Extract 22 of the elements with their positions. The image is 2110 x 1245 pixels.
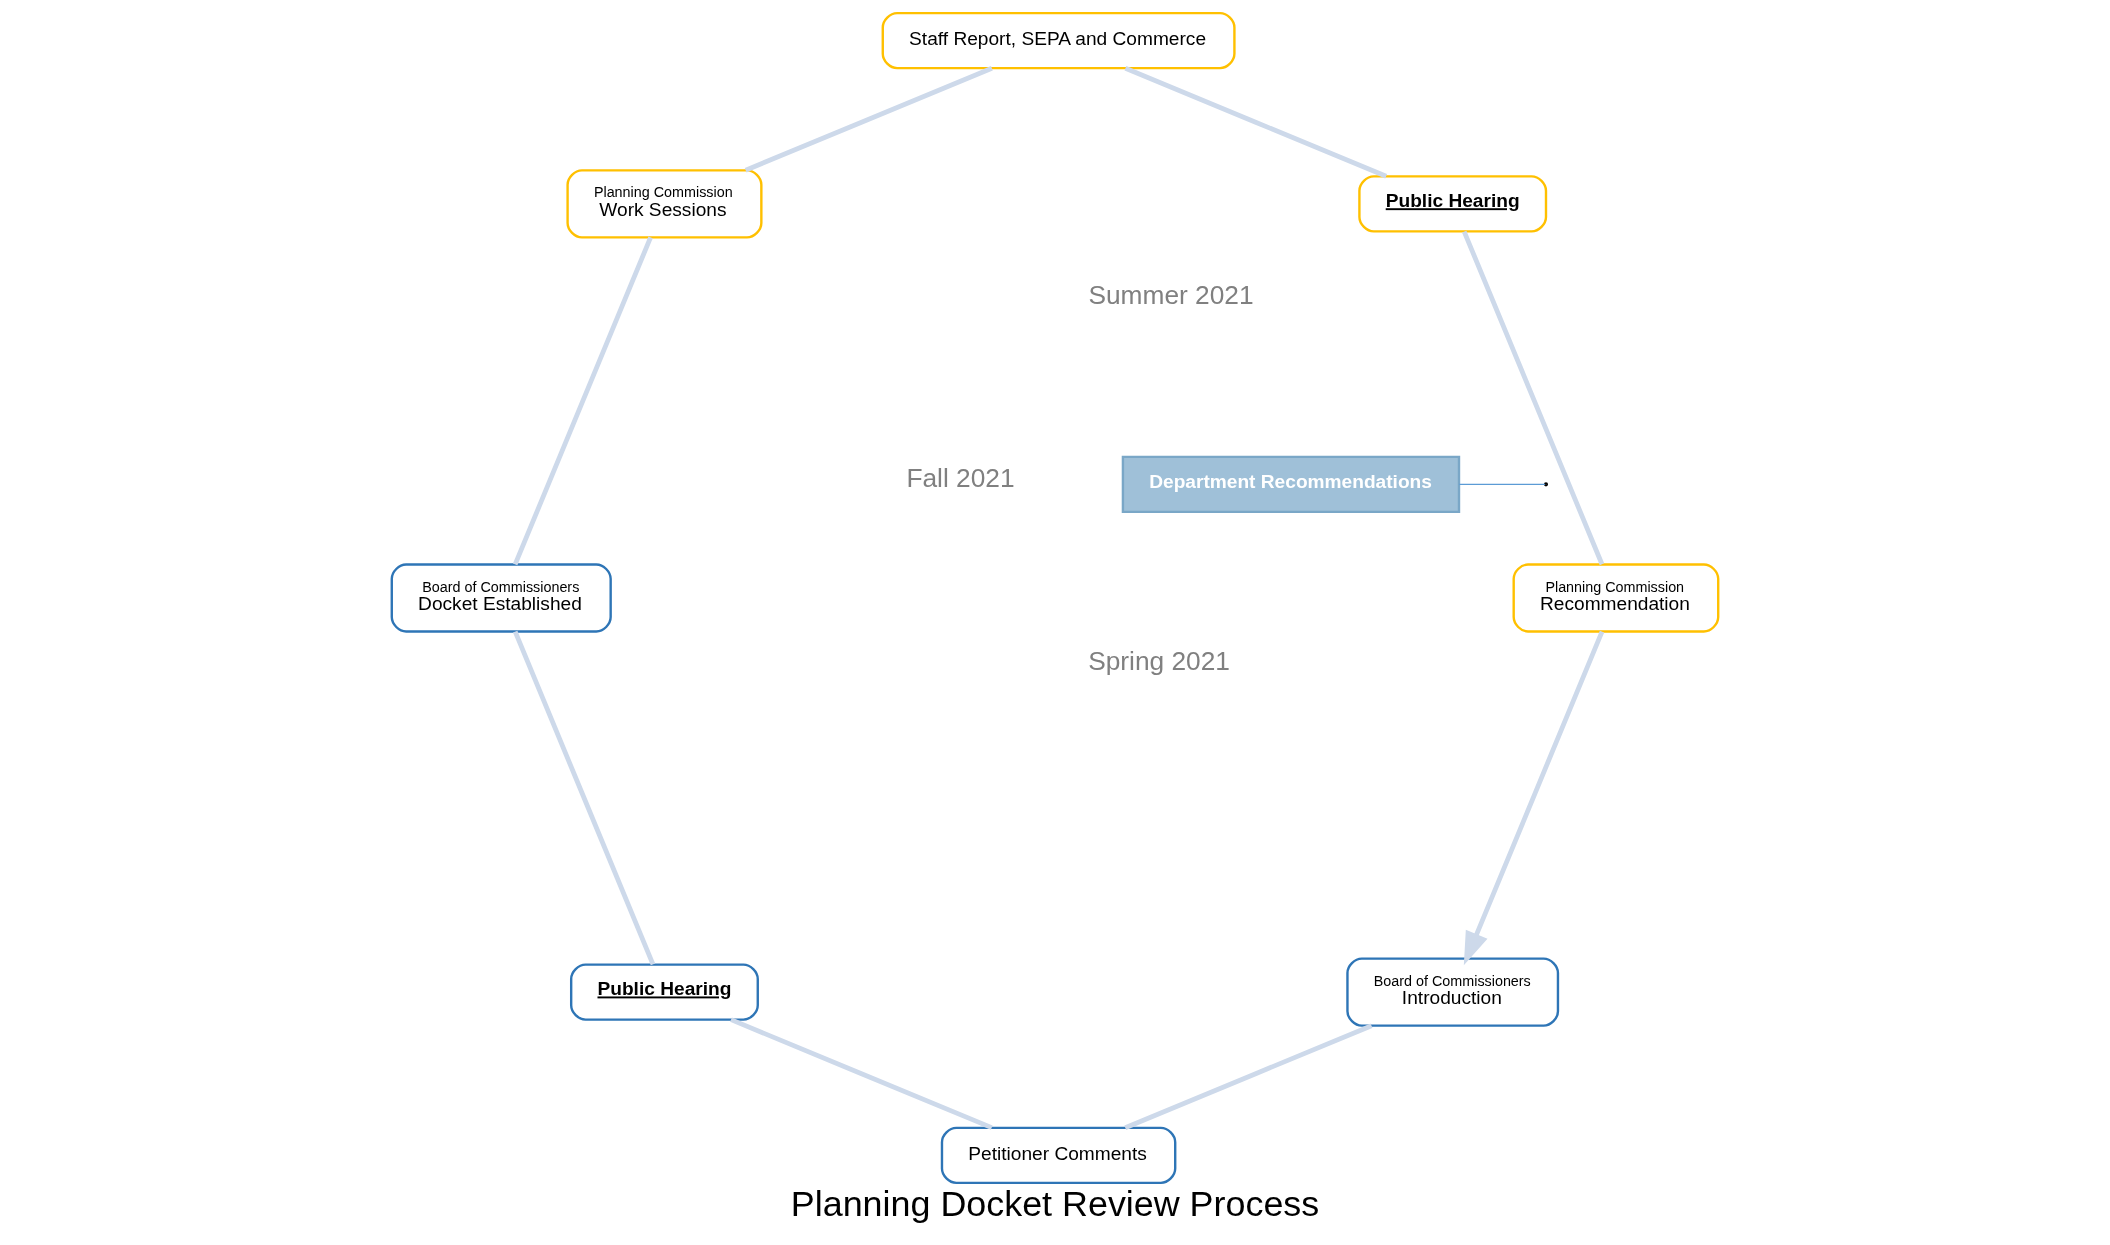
connector [1124,66,1388,179]
node-box: Planning Commission Work Sessions [566,169,763,239]
node-box: Petitioner Comments [940,1126,1177,1185]
diagram-title: Planning Docket Review Process [790,1184,1320,1225]
label: Spring 2021 [1088,646,1230,677]
node-box: Board of Commissioners Introduction [1346,957,1560,1027]
connector [744,66,993,173]
label: Summer 2021 [1088,280,1254,311]
connector [512,236,653,566]
node-box: Staff Report, SEPA and Commerce [881,11,1236,70]
node-box: Planning Commission Recommendation [1512,563,1720,633]
label: Fall 2021 [906,463,1015,494]
connector [513,630,656,966]
connector [1458,483,1546,485]
connector [1462,230,1605,566]
connector [1124,1023,1373,1130]
node-box: Department Recommendations [1121,455,1461,514]
connector [730,1017,993,1130]
node-box: Board of Commissioners Docket Established [390,563,612,633]
arrow [1463,630,1605,966]
node-box: Public Hearing [570,963,759,1021]
node-box: Public Hearing [1358,175,1548,233]
